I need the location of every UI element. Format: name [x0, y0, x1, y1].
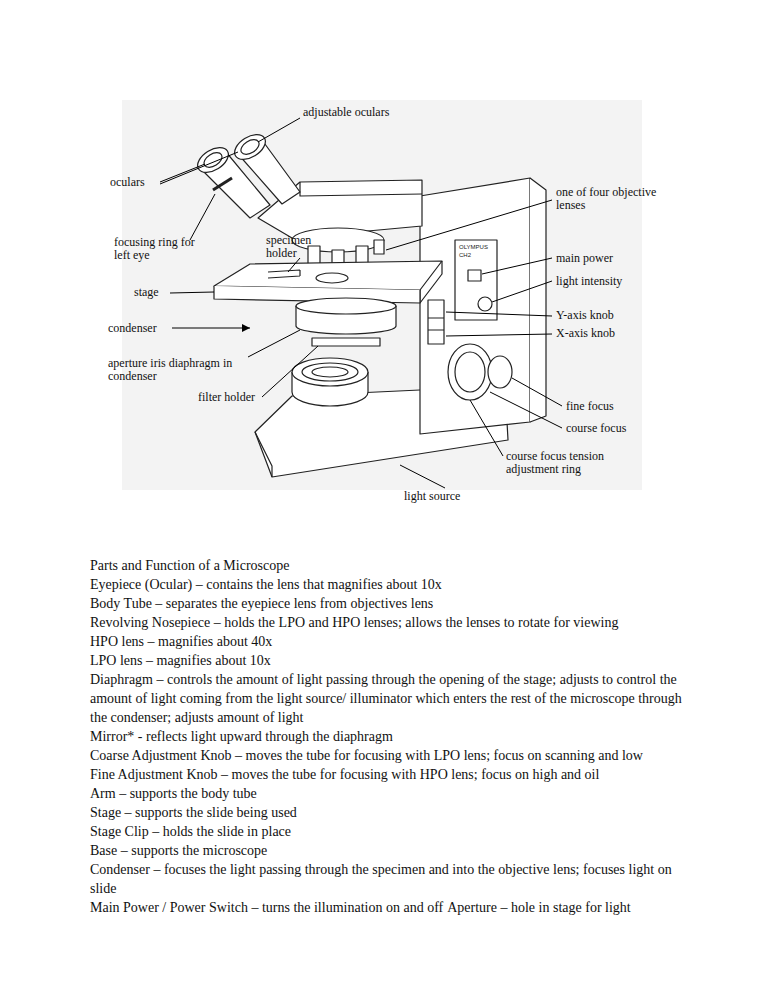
definition-line: Diaphragm – controls the amount of light… [90, 670, 682, 727]
part-label: OLYMPUS [459, 244, 488, 251]
part-label: main power [556, 252, 613, 265]
definition-line: HPO lens – magnifies about 40x [90, 632, 682, 651]
part-label: light intensity [556, 275, 622, 288]
stage-knobs [428, 300, 444, 344]
part-label: filter holder [198, 391, 255, 404]
definition-line: Condenser – focuses the light passing th… [90, 860, 682, 898]
definition-line: Mirror* - reflects light upward through … [90, 727, 682, 746]
heading: Parts and Function of a Microscope [90, 556, 682, 575]
definition-line: Eyepiece (Ocular) – contains the lens th… [90, 575, 682, 594]
part-label: Y-axis knob [556, 309, 614, 322]
fine-focus-knob [488, 356, 512, 388]
scan-ground [122, 100, 642, 490]
specimen-holder [268, 270, 300, 278]
definition-line: Stage – supports the slide being used [90, 803, 682, 822]
leader-lines [160, 118, 562, 488]
part-label: course focus [566, 422, 626, 435]
definition-row: Main Power / Power Switch – turns the il… [90, 898, 682, 917]
part-label: aperture iris diaphragm in condenser [108, 357, 258, 383]
part-label: X-axis knob [556, 327, 615, 340]
part-label: CH2 [459, 252, 471, 259]
part-label: stage [134, 286, 159, 299]
control-panel [455, 240, 497, 320]
filter-holder [312, 338, 380, 346]
part-label: light source [404, 490, 460, 503]
power-switch [468, 270, 481, 281]
part-label: focusing ring for left eye [114, 236, 209, 262]
coarse-focus-knob [448, 344, 492, 400]
definition-line: Coarse Adjustment Knob – moves the tube … [90, 746, 682, 765]
stage [214, 261, 442, 290]
part-label: condenser [108, 322, 157, 335]
part-label: oculars [110, 176, 145, 189]
aperture [316, 273, 348, 283]
definition-line: LPO lens – magnifies about 10x [90, 651, 682, 670]
arm [420, 178, 530, 434]
definition-line: Fine Adjustment Knob – moves the tube fo… [90, 765, 682, 784]
definition-line: Revolving Nosepiece – holds the LPO and … [90, 613, 682, 632]
part-label: adjustable oculars [303, 106, 389, 119]
definition-line: Base – supports the microscope [90, 841, 682, 860]
part-label: course focus tension adjustment ring [506, 450, 646, 476]
definition-line: Stage Clip – holds the slide in place [90, 822, 682, 841]
definition-line: Body Tube – separates the eyepiece lens … [90, 594, 682, 613]
parts-list: Parts and Function of a MicroscopeEyepie… [90, 556, 682, 917]
definition-line: Main Power / Power Switch – turns the il… [90, 900, 443, 915]
part-label: specimen holder [266, 234, 326, 260]
definition-line: Aperture – hole in stage for light [447, 900, 631, 915]
part-label: one of four objective lenses [556, 186, 666, 212]
part-label: fine focus [566, 400, 614, 413]
definition-line: Arm – supports the body tube [90, 784, 682, 803]
intensity-knob [478, 297, 492, 311]
